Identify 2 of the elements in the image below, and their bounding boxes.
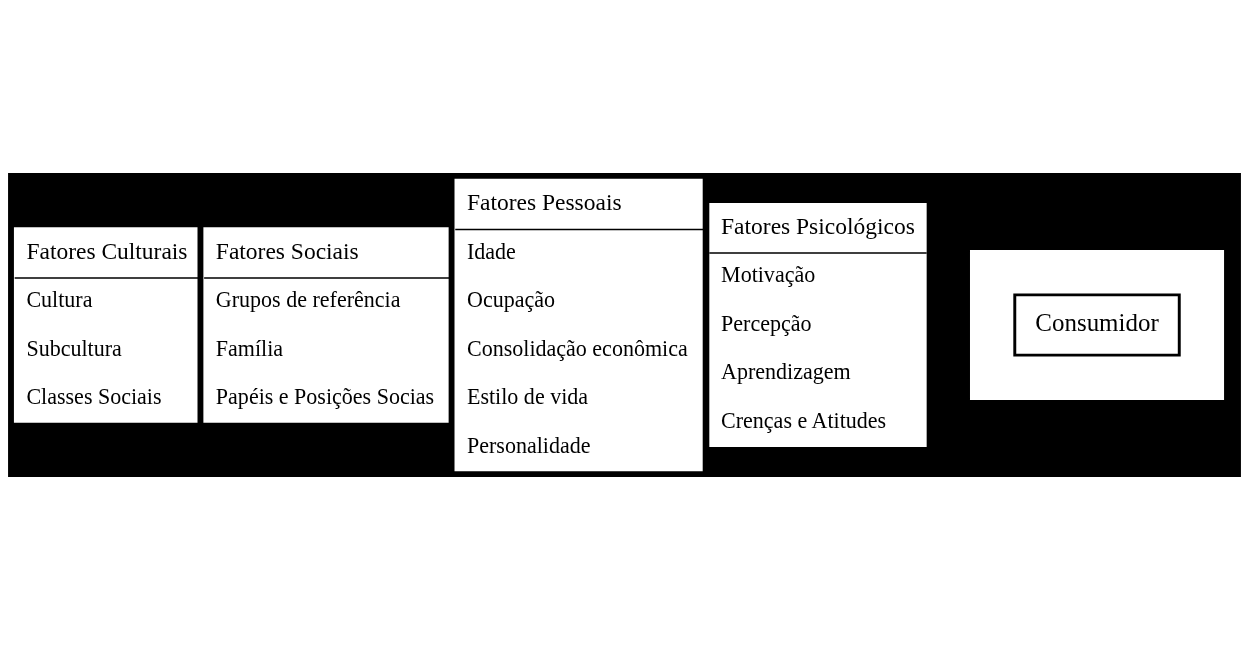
node-box: Consumidor <box>1013 293 1181 357</box>
cluster <box>970 250 1225 400</box>
